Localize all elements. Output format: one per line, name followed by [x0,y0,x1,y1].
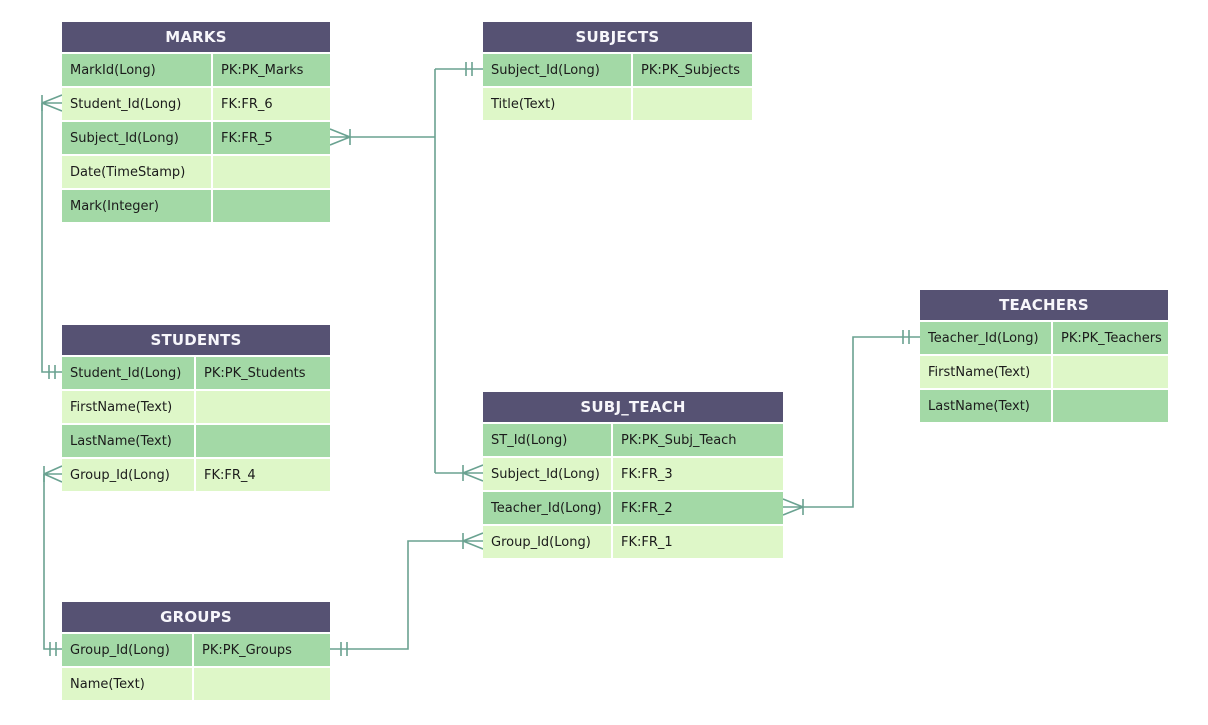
field-name: Subject_Id(Long) [483,458,613,490]
table-row[interactable]: Group_Id(Long) FK:FR_1 [483,524,783,558]
crow-foot-many-icon [43,465,63,483]
key-label: PK:PK_Marks [221,62,304,78]
table-row[interactable]: LastName(Text) [62,423,330,457]
field-name: Group_Id(Long) [483,526,613,558]
connector-groups-students[interactable] [43,465,63,656]
field-name: ST_Id(Long) [483,424,613,456]
key-label: PK:PK_Groups [202,642,292,658]
key-label: PK:PK_Teachers [1061,330,1162,346]
key-label: PK:PK_Subjects [641,62,740,78]
field-name: Subject_Id(Long) [62,122,213,154]
entity-teachers[interactable]: TEACHERS Teacher_Id(Long) PK:PK_Teachers… [920,290,1168,422]
one-tick-icon [49,642,57,656]
key-label [196,391,330,423]
field-name: LastName(Text) [62,425,196,457]
field-name: Mark(Integer) [62,190,213,222]
field-name: Student_Id(Long) [62,88,213,120]
key-label: FK:FR_4 [204,467,256,483]
entity-students[interactable]: STUDENTS Student_Id(Long) PK:PK_Students… [62,325,330,491]
field-name: FirstName(Text) [920,356,1053,388]
key-label [633,88,752,120]
field-name: Student_Id(Long) [62,357,196,389]
table-row[interactable]: Group_Id(Long) PK:PK_Groups [62,632,330,666]
key-label [213,156,330,188]
key-label [1053,390,1168,422]
field-name: Group_Id(Long) [62,634,194,666]
key-label: FK:FR_5 [221,130,273,146]
entity-marks[interactable]: MARKS MarkId(Long) PK:PK_Marks Student_I… [62,22,330,222]
field-name: Group_Id(Long) [62,459,196,491]
table-row[interactable]: LastName(Text) [920,388,1168,422]
field-name: FirstName(Text) [62,391,196,423]
key-label [1053,356,1168,388]
table-row[interactable]: Subject_Id(Long) FK:FR_3 [483,456,783,490]
table-row[interactable]: FirstName(Text) [920,354,1168,388]
entity-subj-teach[interactable]: SUBJ_TEACH ST_Id(Long) PK:PK_Subj_Teach … [483,392,783,558]
key-label: PK:PK_Students [204,365,306,381]
connector-subjects-marks-subjteach[interactable] [329,62,484,482]
connector-teachers-subjteach[interactable] [782,330,920,516]
key-label: FK:FR_1 [621,534,673,550]
table-row[interactable]: Name(Text) [62,666,330,700]
key-label: FK:FR_6 [221,96,273,112]
one-tick-icon [340,642,348,656]
field-name: Teacher_Id(Long) [920,322,1053,354]
table-row[interactable]: Subject_Id(Long) FK:FR_5 [62,120,330,154]
crow-foot-many-icon [462,532,484,550]
table-row[interactable]: MarkId(Long) PK:PK_Marks [62,52,330,86]
one-tick-icon [48,365,56,379]
key-label: FK:FR_2 [621,500,673,516]
one-tick-icon [902,330,910,344]
crow-foot-many-icon [782,498,804,516]
table-row[interactable]: Date(TimeStamp) [62,154,330,188]
connector-groups-subjteach[interactable] [330,532,484,656]
entity-subjects[interactable]: SUBJECTS Subject_Id(Long) PK:PK_Subjects… [483,22,752,120]
entity-teachers-title: TEACHERS [920,290,1168,320]
entity-groups[interactable]: GROUPS Group_Id(Long) PK:PK_Groups Name(… [62,602,330,700]
key-label [194,668,330,700]
field-name: LastName(Text) [920,390,1053,422]
table-row[interactable]: Teacher_Id(Long) PK:PK_Teachers [920,320,1168,354]
table-row[interactable]: Subject_Id(Long) PK:PK_Subjects [483,52,752,86]
entity-groups-title: GROUPS [62,602,330,632]
field-name: Date(TimeStamp) [62,156,213,188]
table-row[interactable]: Title(Text) [483,86,752,120]
table-row[interactable]: Student_Id(Long) PK:PK_Students [62,355,330,389]
table-row[interactable]: Group_Id(Long) FK:FR_4 [62,457,330,491]
key-label: PK:PK_Subj_Teach [621,432,737,448]
field-name: Title(Text) [483,88,633,120]
one-tick-icon [465,62,473,76]
field-name: Subject_Id(Long) [483,54,633,86]
table-row[interactable]: Student_Id(Long) FK:FR_6 [62,86,330,120]
field-name: MarkId(Long) [62,54,213,86]
table-row[interactable]: FirstName(Text) [62,389,330,423]
field-name: Name(Text) [62,668,194,700]
key-label: FK:FR_3 [621,466,673,482]
crow-foot-many-icon [462,464,484,482]
entity-marks-title: MARKS [62,22,330,52]
crow-foot-many-icon [41,94,63,112]
field-name: Teacher_Id(Long) [483,492,613,524]
key-label [196,425,330,457]
entity-subjects-title: SUBJECTS [483,22,752,52]
entity-students-title: STUDENTS [62,325,330,355]
table-row[interactable]: Teacher_Id(Long) FK:FR_2 [483,490,783,524]
crow-foot-many-icon [329,128,351,146]
connector-students-marks[interactable] [41,94,63,379]
entity-subj-teach-title: SUBJ_TEACH [483,392,783,422]
table-row[interactable]: ST_Id(Long) PK:PK_Subj_Teach [483,422,783,456]
table-row[interactable]: Mark(Integer) [62,188,330,222]
key-label [213,190,330,222]
